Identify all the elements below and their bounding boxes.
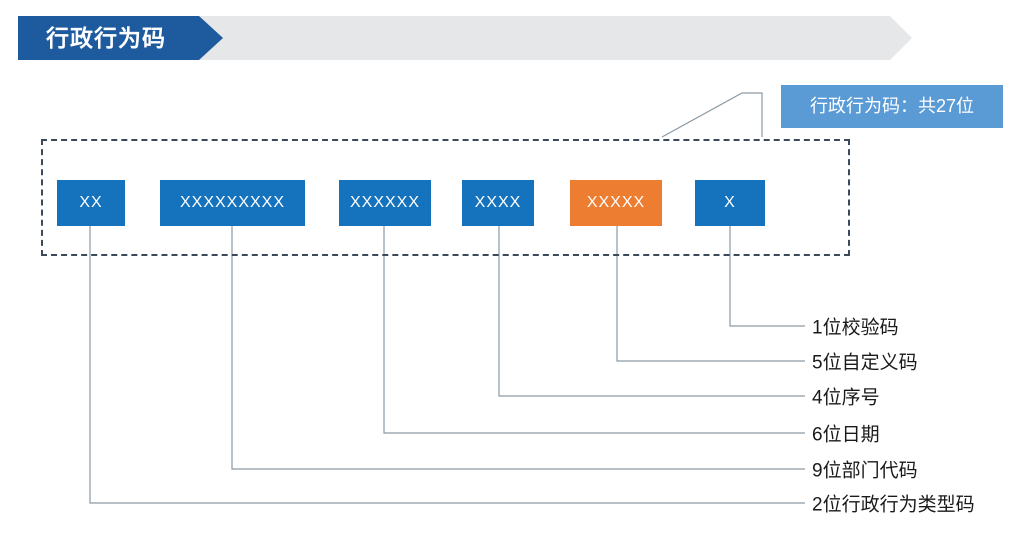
- annotation-label-sequence-number: 4位序号: [812, 387, 880, 409]
- page-title: 行政行为码: [46, 25, 166, 51]
- code-box-2[interactable]: XXXXXXXXX: [160, 180, 305, 226]
- code-box-1[interactable]: XX: [57, 180, 125, 226]
- annotation-label-check-code: 1位校验码: [812, 317, 899, 339]
- header-banner-blue-tag: [18, 16, 223, 60]
- header-banner: 行政行为码: [0, 0, 1020, 70]
- annotation-label-custom-code: 5位自定义码: [812, 352, 918, 374]
- annotation-label-act-type-code: 2位行政行为类型码: [812, 494, 975, 516]
- code-box-4[interactable]: XXXX: [462, 180, 534, 226]
- code-box-5[interactable]: XXXXX: [570, 180, 662, 226]
- callout-leader-line: [661, 92, 763, 138]
- code-box-6[interactable]: X: [695, 180, 765, 226]
- code-box-3[interactable]: XXXXXX: [339, 180, 431, 226]
- total-length-callout: 行政行为码：共27位: [781, 85, 1003, 128]
- code-group-container: [41, 139, 850, 256]
- annotation-label-department-code: 9位部门代码: [812, 460, 918, 482]
- annotation-label-date: 6位日期: [812, 424, 880, 446]
